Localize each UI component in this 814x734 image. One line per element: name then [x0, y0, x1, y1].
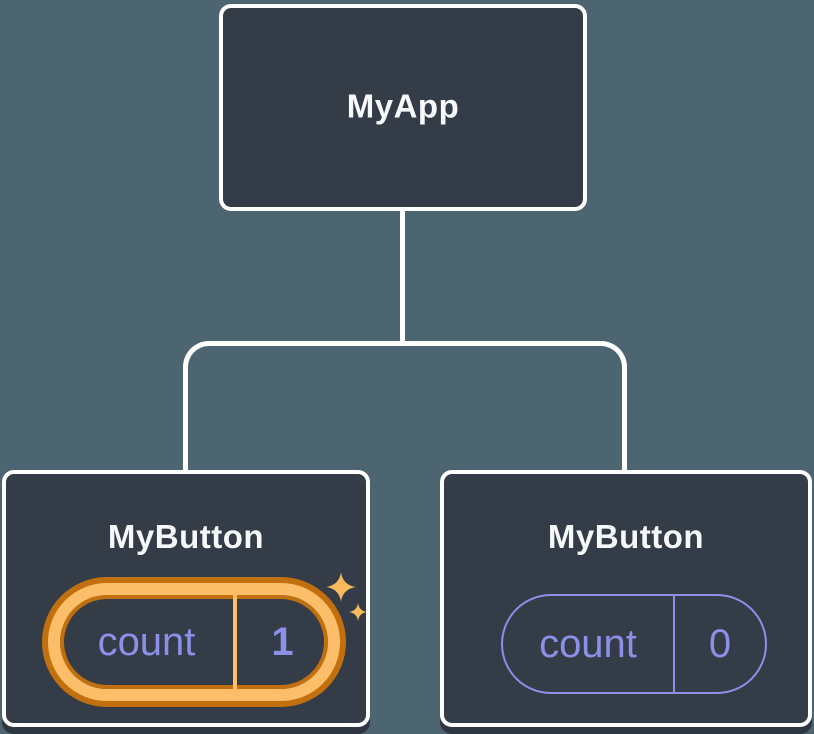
connector-stem-line	[400, 208, 405, 344]
connector-branch-line	[183, 341, 627, 472]
state-name-label: count	[539, 621, 637, 666]
state-pill: count 0	[501, 594, 767, 694]
state-value: 1	[271, 619, 294, 664]
state-value: 0	[708, 621, 732, 666]
pill-divider	[673, 596, 675, 692]
tree-node-mybutton-left: MyButton count 1	[2, 470, 370, 727]
node-label-myapp: MyApp	[346, 86, 460, 124]
sparkle-icon-large	[326, 572, 356, 602]
state-pill-highlighted: count 1	[48, 583, 340, 701]
node-label-mybutton-right: MyButton	[547, 518, 705, 555]
node-label-mybutton-left: MyButton	[107, 518, 265, 555]
state-name-label: count	[97, 619, 196, 664]
pill-divider	[233, 595, 237, 689]
sparkle-icon-small	[349, 603, 367, 621]
tree-node-myapp: MyApp	[219, 4, 587, 211]
tree-node-mybutton-right: MyButton count 0	[440, 470, 812, 727]
